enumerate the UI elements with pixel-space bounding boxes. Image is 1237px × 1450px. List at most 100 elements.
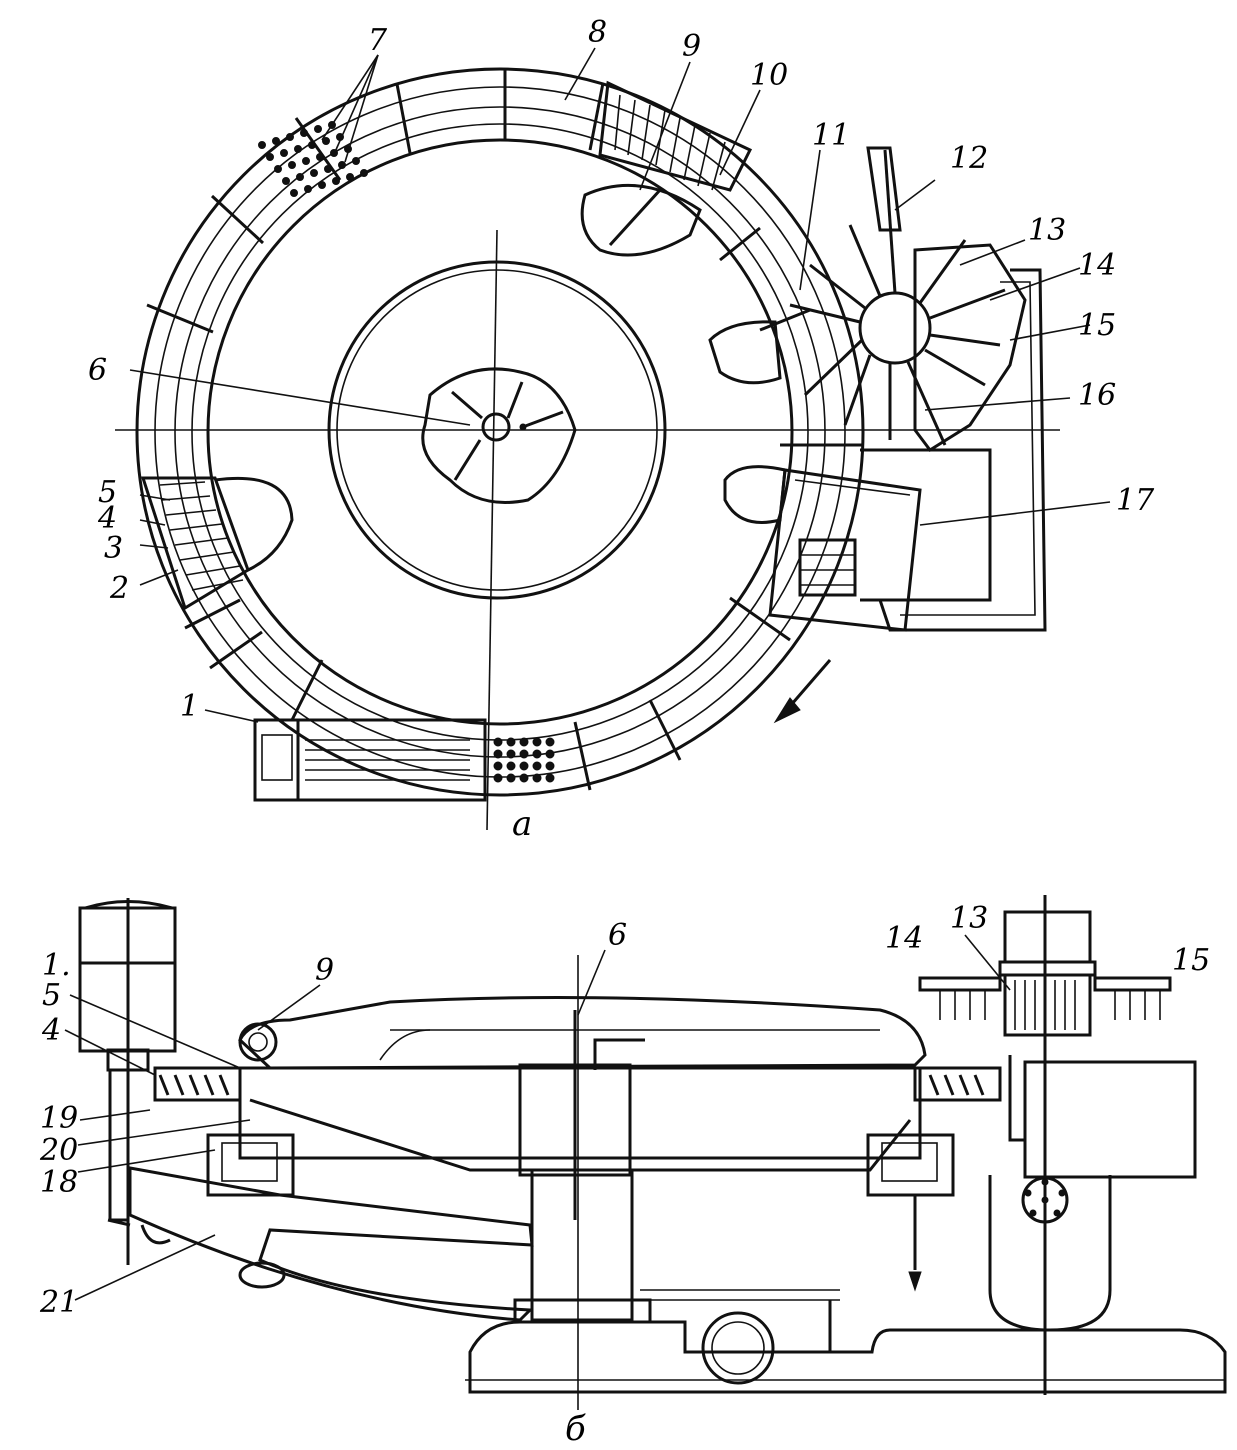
- leader-lines-a: [129, 47, 1111, 723]
- nozzle-dot: [519, 761, 529, 771]
- arrow-sw-icon: [773, 659, 832, 724]
- callout-6b: 6: [608, 918, 627, 953]
- nozzle-dot: [493, 773, 503, 783]
- nozzle-dot: [316, 153, 324, 161]
- callouts-a: 7 8 9 10 11 12 13 14 15 16 17 6 5 4 3 2 …: [88, 15, 1155, 844]
- star-wheel: [789, 146, 1047, 632]
- nozzle-head-11: [708, 320, 782, 385]
- turntable-body: [238, 1066, 922, 1160]
- callout-9b: 9: [315, 953, 334, 988]
- callouts-b: 1. 5 4 9 6 19 20 18 21 14 13 15 б: [39, 901, 1210, 1449]
- callout-6: 6: [88, 353, 107, 388]
- nozzle-dot: [338, 161, 346, 169]
- callout-1: 1: [180, 689, 199, 724]
- callout-2: 2: [109, 571, 129, 606]
- collector-right: [866, 1133, 955, 1197]
- nozzle-dot: [290, 189, 298, 197]
- callout-1b: 1.: [42, 948, 71, 983]
- nozzle-dot: [506, 761, 516, 771]
- fin-row-left: [153, 1066, 242, 1102]
- inner-ring: [206, 138, 794, 726]
- callout-12: 12: [950, 141, 988, 176]
- feeder-unit-1-section: [78, 898, 177, 1265]
- nozzle-dot: [545, 761, 555, 771]
- drive-unit-right: [918, 895, 1197, 1395]
- leader-lines-b: [64, 934, 1011, 1301]
- nozzle-dot: [493, 737, 503, 747]
- nozzle-dot: [282, 177, 290, 185]
- hub-pin: [519, 423, 527, 431]
- hub-cutout: [421, 367, 577, 504]
- outer-ring: [135, 67, 865, 797]
- nozzle-dot: [346, 173, 354, 181]
- callout-5b: 5: [42, 978, 61, 1013]
- callout-4b: 4: [41, 1013, 61, 1048]
- callout-13b: 13: [950, 901, 988, 936]
- callout-20: 20: [39, 1133, 78, 1168]
- nozzle-dot: [532, 737, 542, 747]
- callout-17: 17: [1116, 483, 1155, 518]
- base-bearing: [701, 1311, 775, 1385]
- nozzle-dot: [300, 129, 308, 137]
- callout-21: 21: [39, 1285, 78, 1320]
- caption-b: б: [565, 1409, 586, 1449]
- callout-5: 5: [98, 475, 117, 510]
- nozzle-dot: [506, 737, 516, 747]
- nozzle-dot: [545, 773, 555, 783]
- hub-center: [481, 412, 511, 442]
- callout-18: 18: [40, 1165, 78, 1200]
- plan-view: [115, 67, 1060, 831]
- nozzle-dot: [545, 749, 555, 759]
- base-plate: [468, 1320, 1227, 1394]
- section-view: [78, 895, 1227, 1410]
- callout-8: 8: [588, 15, 607, 50]
- central-column: [530, 1168, 634, 1322]
- mold-group-top: [580, 80, 753, 257]
- nozzle-dot: [296, 173, 304, 181]
- nozzle-dot: [314, 125, 322, 133]
- nozzle-dot: [258, 141, 266, 149]
- mold-group-left: [140, 476, 294, 611]
- nozzle-dot: [532, 749, 542, 759]
- callout-11: 11: [812, 118, 850, 153]
- feeder-unit-1: [253, 718, 487, 802]
- callout-10: 10: [750, 58, 788, 93]
- nozzle-dot: [318, 181, 326, 189]
- centerlines: [115, 229, 1060, 831]
- nozzle-dot: [506, 749, 516, 759]
- nozzle-dot: [286, 133, 294, 141]
- nozzle-dot: [304, 185, 312, 193]
- nozzle-dot: [532, 761, 542, 771]
- nozzle-dots-7: [258, 121, 368, 197]
- nozzle-dot: [360, 169, 368, 177]
- nozzle-dot: [272, 137, 280, 145]
- callout-4: 4: [97, 501, 117, 536]
- callout-19: 19: [40, 1101, 78, 1136]
- callout-14: 14: [1078, 248, 1116, 283]
- nozzle-dot: [493, 749, 503, 759]
- callout-14b: 14: [885, 921, 923, 956]
- ring-track-1: [174, 106, 826, 758]
- hub-spokes: [451, 381, 564, 481]
- arm-21: [128, 1166, 534, 1322]
- turntable-lid: [238, 996, 927, 1070]
- ring-track-2: [191, 123, 809, 741]
- pulley-9: [238, 1022, 278, 1062]
- callout-9: 9: [682, 29, 701, 64]
- nozzle-dot: [519, 749, 529, 759]
- nozzle-dot: [322, 137, 330, 145]
- nozzle-dot: [288, 161, 296, 169]
- callout-13: 13: [1028, 213, 1066, 248]
- collector-left: [206, 1133, 295, 1197]
- nozzle-dot: [310, 169, 318, 177]
- unit-17: [723, 448, 992, 632]
- nozzle-dot: [545, 737, 555, 747]
- callout-16: 16: [1078, 378, 1116, 413]
- nozzle-dot: [532, 773, 542, 783]
- nozzle-dot: [294, 145, 302, 153]
- nozzle-dot: [274, 165, 282, 173]
- nozzle-dot: [493, 761, 503, 771]
- nozzle-dot: [280, 149, 288, 157]
- callout-15: 15: [1078, 308, 1116, 343]
